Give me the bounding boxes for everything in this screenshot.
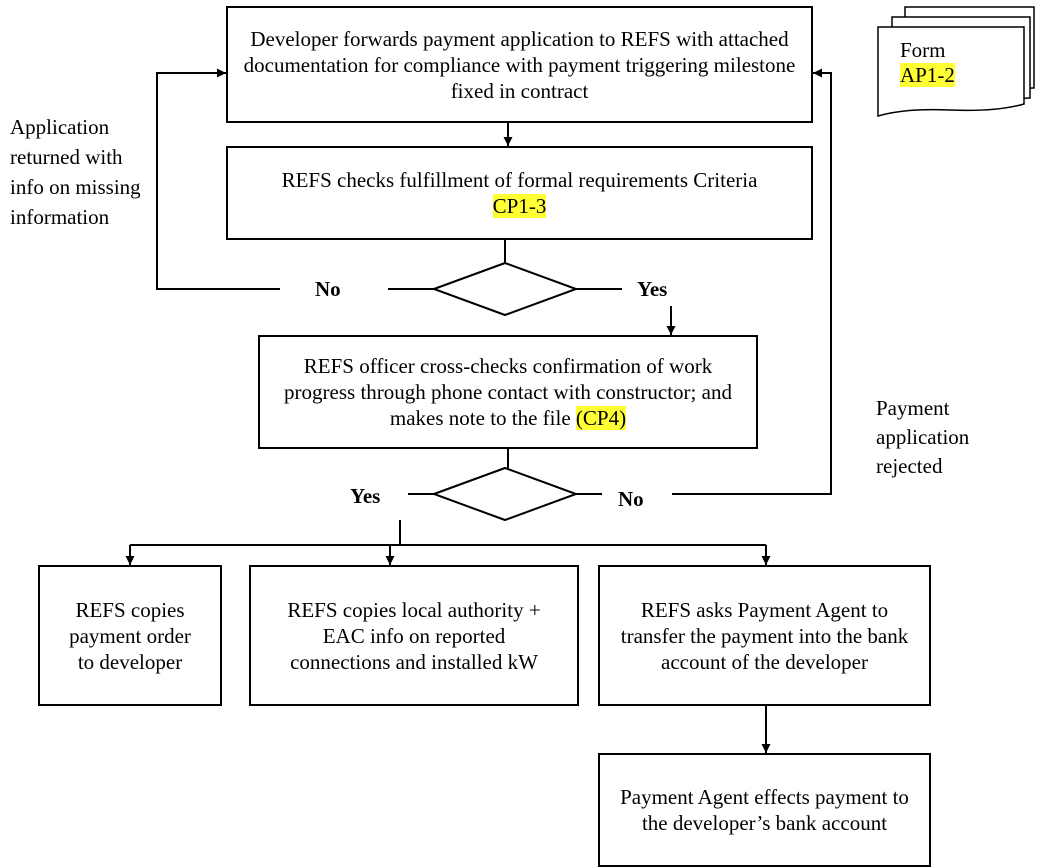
decision-diamond-2	[431, 466, 579, 522]
step-copy-payment-order: REFS copies payment order to developer	[38, 565, 222, 706]
cross-check-code: (CP4)	[575, 406, 627, 430]
criteria-code: CP1-3	[492, 194, 547, 218]
form-title: Form	[900, 38, 946, 62]
step-agent-effects-payment: Payment Agent effects payment to the dev…	[598, 753, 931, 867]
cross-check-text: REFS officer cross-checks confirmation o…	[284, 354, 732, 430]
step-ask-payment-agent: REFS asks Payment Agent to transfer the …	[598, 565, 931, 706]
decision-1-yes-label: Yes	[637, 277, 668, 301]
step-cross-check: REFS officer cross-checks confirmation o…	[258, 335, 758, 449]
step-check-formal-requirements: REFS checks fulfillment of formal requir…	[226, 146, 813, 240]
decision-2-no-label: No	[618, 487, 644, 511]
step-forward-application: Developer forwards payment application t…	[226, 6, 813, 123]
check-formal-text: REFS checks fulfillment of formal requir…	[281, 168, 758, 192]
decision-diamond-1	[431, 261, 579, 317]
arrow-returned-loop	[156, 68, 280, 290]
arrow-rejected-loop	[672, 68, 832, 495]
form-label: Form AP1-2	[900, 38, 955, 88]
note-application-returned: Application returned with info on missin…	[10, 115, 141, 229]
form-code: AP1-2	[900, 63, 955, 87]
note-payment-rejected: Payment application rejected	[876, 396, 970, 478]
step-copy-authority-info: REFS copies local authority + EAC info o…	[249, 565, 579, 706]
decision-1-no-label: No	[315, 277, 341, 301]
decision-2-yes-label: Yes	[350, 484, 381, 508]
